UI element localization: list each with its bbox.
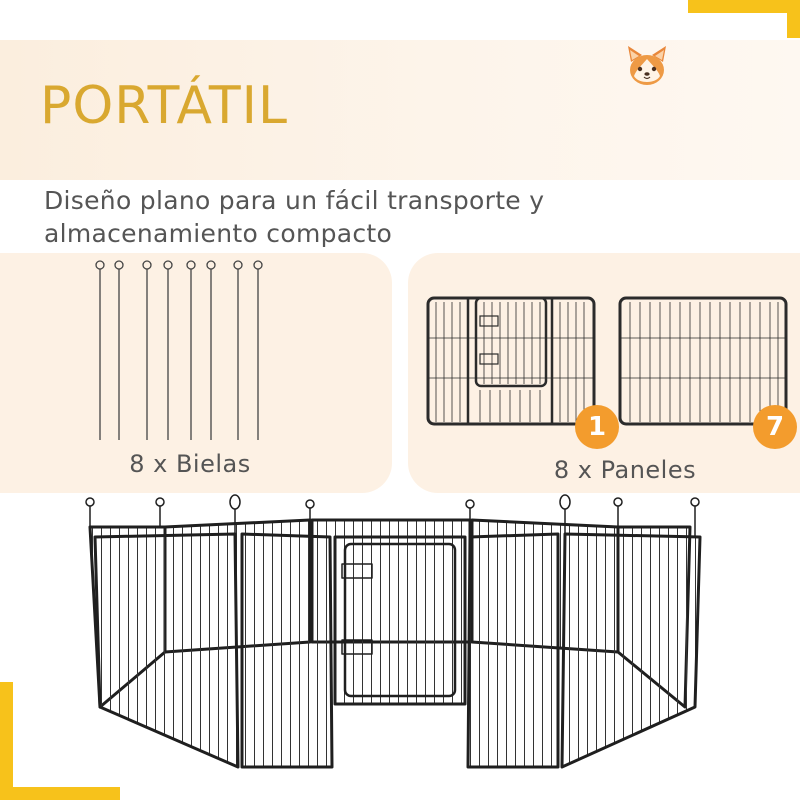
corner-accent-top-right [688, 0, 800, 38]
rod [206, 260, 216, 440]
pen-panel [466, 532, 560, 769]
pen-panel [560, 532, 702, 769]
pen-door-panel [333, 535, 467, 706]
rod [114, 260, 124, 440]
pen-panel [93, 532, 240, 769]
dog-mascot-icon [628, 46, 666, 85]
rod [163, 260, 173, 440]
panels-panel [408, 253, 800, 493]
rods-panel [0, 253, 392, 493]
description-text: Diseño plano para un fácil transporte y … [44, 184, 604, 250]
page-title: PORTÁTIL [40, 76, 288, 136]
panel-count-badge-7: 7 [753, 405, 797, 449]
pen-panel [240, 532, 334, 769]
panels-label: 8 x Paneles [553, 456, 697, 484]
panels-illustration [426, 296, 788, 426]
rod [95, 260, 105, 440]
description-line-1: Diseño plano para un fácil transporte y [44, 186, 545, 215]
corner-accent-bottom-left [0, 680, 120, 800]
rod [253, 260, 263, 440]
panel-count-badge-1: 1 [575, 405, 619, 449]
door-panel [426, 296, 596, 426]
rod [186, 260, 196, 440]
header-band [0, 40, 800, 180]
rods-label: 8 x Bielas [129, 450, 251, 478]
playpen-illustration [85, 494, 702, 769]
description-line-2: almacenamiento compacto [44, 219, 393, 248]
rod [142, 260, 152, 440]
rods-illustration [95, 260, 263, 440]
rod [233, 260, 243, 440]
plain-panel [618, 296, 788, 426]
